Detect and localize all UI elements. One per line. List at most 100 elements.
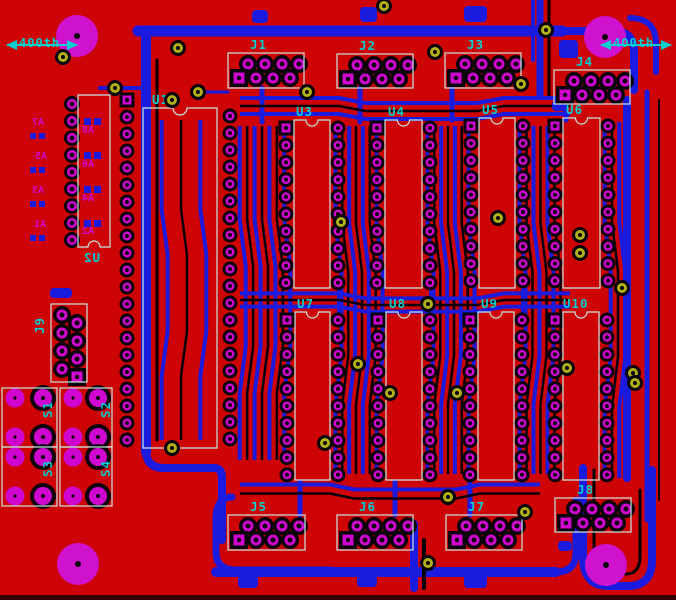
component-J8[interactable]: J8 [554, 482, 635, 533]
component-U1[interactable]: U1 [119, 92, 238, 449]
vias[interactable] [55, 0, 643, 571]
pad-drill [125, 404, 129, 408]
component-U5[interactable]: U5 [463, 102, 531, 289]
pad-drill [553, 421, 557, 426]
component-S2[interactable]: S2 [59, 385, 113, 450]
component-U4[interactable]: U4 [369, 104, 438, 291]
board-edge [0, 595, 676, 600]
trace[interactable] [433, 126, 442, 474]
pad-drill [553, 261, 557, 266]
trace[interactable] [539, 126, 548, 474]
trace[interactable] [579, 464, 656, 590]
smd-pad[interactable] [39, 235, 45, 241]
pad-drill [553, 210, 557, 214]
smd-pad[interactable] [94, 152, 101, 159]
trace[interactable] [212, 493, 334, 574]
trace[interactable] [341, 126, 350, 474]
trace[interactable] [159, 120, 170, 440]
pad-drill [285, 369, 289, 374]
smd-pad[interactable] [94, 220, 101, 227]
component-J9[interactable]: J9 [32, 303, 88, 386]
trace[interactable] [446, 126, 456, 474]
pad-drill [375, 160, 379, 165]
trace[interactable] [198, 120, 209, 440]
trace[interactable] [354, 126, 364, 474]
component-J4[interactable]: J4 [553, 54, 634, 105]
component-outline [553, 69, 631, 105]
smd-pad[interactable] [84, 152, 91, 159]
smd-pad[interactable] [39, 167, 45, 173]
component-U6[interactable]: U6 [547, 102, 616, 289]
mounting-hole[interactable] [585, 544, 627, 586]
trace[interactable] [360, 126, 371, 474]
smd-pad[interactable] [30, 133, 36, 139]
trace[interactable] [627, 15, 659, 75]
pad-drill [125, 234, 129, 238]
component-J1[interactable]: J1 [227, 37, 308, 89]
trace[interactable] [617, 122, 628, 478]
component-S3[interactable]: S3 [1, 444, 58, 509]
pad-drill [520, 421, 524, 426]
smd-pad[interactable] [94, 118, 101, 125]
pad-drill [41, 396, 45, 400]
component-J3[interactable]: J3 [444, 37, 525, 89]
trace[interactable] [439, 126, 450, 474]
component-J6[interactable]: J6 [336, 499, 417, 551]
smd-pad[interactable] [30, 167, 36, 173]
smd-pad[interactable] [84, 186, 91, 193]
mounting-hole[interactable] [584, 16, 626, 58]
smd-pad[interactable] [94, 186, 101, 193]
via-drill [496, 216, 500, 220]
smd-pad[interactable] [84, 220, 91, 227]
mounting-hole[interactable] [57, 543, 99, 585]
pad-drill [428, 246, 432, 251]
component-U7[interactable]: U7 [279, 296, 346, 483]
pad-drill [623, 506, 629, 512]
smd-pad[interactable] [39, 133, 45, 139]
pad-drill [513, 61, 519, 67]
pad-drill [376, 472, 380, 477]
trace[interactable] [240, 291, 570, 301]
component-U10[interactable]: U10 [547, 296, 615, 483]
component-outline [142, 107, 218, 449]
trace[interactable] [552, 496, 580, 576]
component-J7[interactable]: J7 [445, 499, 526, 551]
trace[interactable] [142, 446, 226, 544]
component-U8[interactable]: U8 [370, 296, 438, 483]
smd-pad[interactable] [84, 118, 91, 125]
pad-drill [468, 123, 474, 129]
mounting-hole[interactable] [56, 15, 98, 57]
trace[interactable] [240, 96, 570, 105]
trace[interactable] [452, 126, 463, 474]
smd-pad[interactable] [39, 201, 45, 207]
pad-drill [521, 175, 525, 180]
pad-drill [13, 396, 17, 400]
component-outline [562, 117, 601, 289]
pad-drill [520, 335, 524, 340]
smd-pad[interactable] [30, 235, 36, 241]
pad-drill [613, 92, 619, 98]
component-outline [1, 446, 58, 507]
component-S4[interactable]: S4 [59, 444, 113, 509]
pad-drill [428, 229, 432, 234]
via-drill [170, 98, 174, 102]
trace[interactable] [240, 104, 570, 113]
component-J5[interactable]: J5 [227, 499, 308, 551]
via-drill [305, 90, 309, 94]
component-J2[interactable]: J2 [336, 38, 417, 89]
via-drill [426, 302, 430, 306]
component-ref-label: J5 [250, 499, 267, 514]
trace[interactable] [531, 126, 542, 474]
trace[interactable] [240, 112, 570, 121]
smd-pad[interactable] [30, 201, 36, 207]
component-U3[interactable]: U3 [278, 104, 346, 291]
pad-drill [605, 369, 609, 374]
component-U9[interactable]: U9 [462, 296, 530, 483]
trace[interactable] [240, 482, 540, 492]
trace[interactable] [240, 492, 540, 500]
trace[interactable] [347, 126, 358, 474]
trace[interactable] [179, 120, 189, 440]
